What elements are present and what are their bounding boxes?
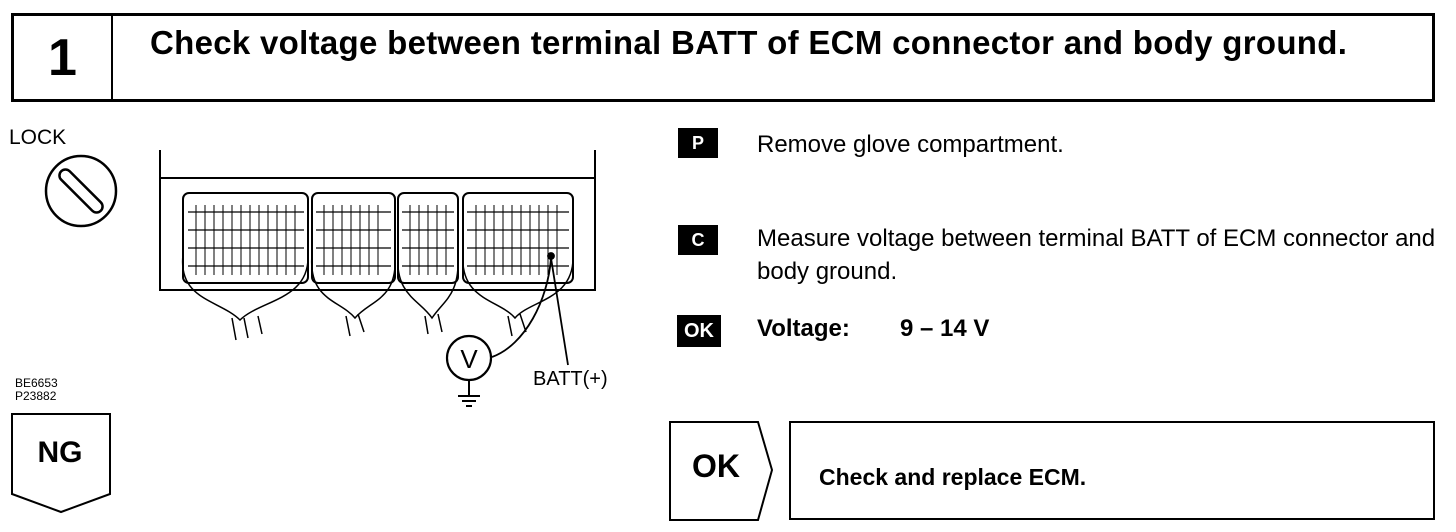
ok-arrow-shape [669,421,774,521]
instruction-text: Measure voltage between terminal BATT of… [757,225,1436,285]
ok-action-text: Check and replace ECM. [819,464,1087,490]
step-header: 1 Check voltage between terminal BATT of… [11,13,1435,102]
instruction-badge-p: P [678,128,718,158]
spec-value: 9 – 14 V [900,315,990,342]
terminal-label: BATT(+) [533,368,608,390]
ng-pentagon [11,413,111,514]
ecm-connector-diagram: V [159,150,596,407]
ok-result-box: Check and replace ECM. [789,421,1435,520]
meter-symbol: V [460,344,478,374]
figure-code: P23882 [15,389,57,403]
ng-label: NG [37,436,83,469]
step-number: 1 [14,16,113,99]
figure-code: BE6653 [15,376,58,390]
spec-badge-ok: OK [677,315,721,347]
ok-label: OK [692,448,740,484]
instruction-text: Remove glove compartment. [757,131,1064,158]
step-title: Check voltage between terminal BATT of E… [150,24,1348,61]
ignition-key-lock-icon [44,154,118,228]
spec-label: Voltage: [757,315,850,342]
instruction-badge-c: C [678,225,718,255]
ignition-label: LOCK [9,126,67,149]
figure-codes: BE6653 P23882 [15,377,58,403]
